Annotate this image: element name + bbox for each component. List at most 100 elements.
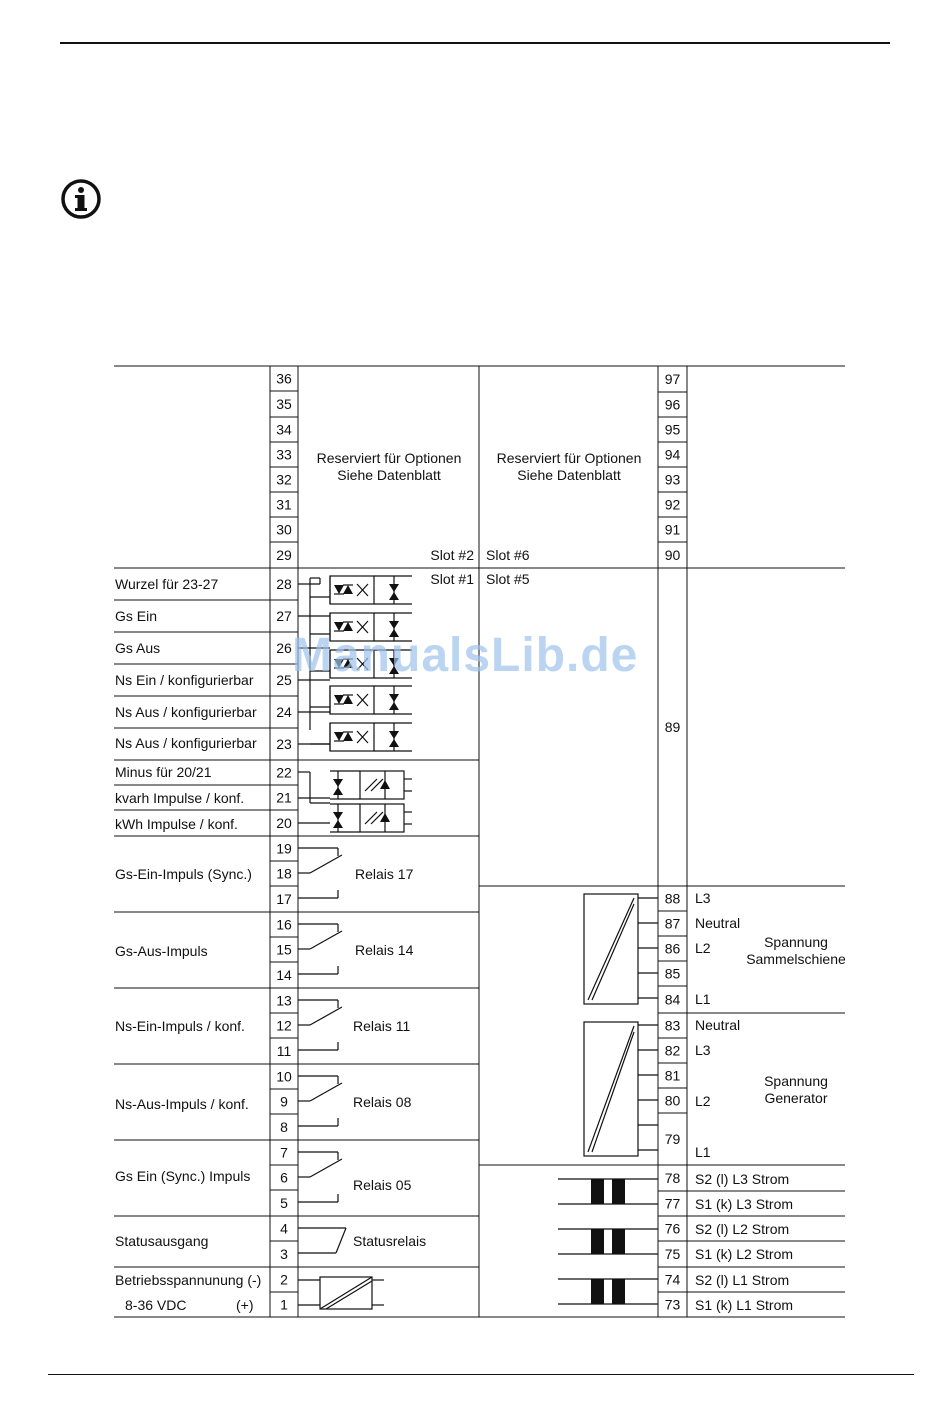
label-88: Neutral — [695, 915, 740, 931]
relay-11: Relais 11 — [353, 1018, 411, 1034]
label-22: Minus für 20/21 — [115, 764, 212, 780]
terminal-76: 76 — [665, 1221, 681, 1237]
terminal-34: 34 — [276, 422, 292, 438]
terminal-81: 81 — [665, 1068, 681, 1084]
terminal-22: 22 — [276, 765, 292, 781]
terminal-8: 8 — [280, 1119, 288, 1135]
terminal-12: 12 — [276, 1018, 292, 1034]
bottom-rule — [48, 1374, 914, 1375]
terminal-9: 9 — [280, 1094, 288, 1110]
terminal-21: 21 — [276, 790, 292, 806]
terminal-35: 35 — [276, 396, 292, 412]
label-87: L2 — [695, 940, 711, 956]
slot-5-label: Slot #5 — [486, 571, 530, 587]
label-gen-2: Generator — [764, 1090, 827, 1106]
terminal-91: 91 — [665, 522, 681, 538]
label-74: S2 (l) L1 Strom — [695, 1272, 789, 1288]
label-83: L3 — [695, 1042, 711, 1058]
relay-17: Relais 17 — [355, 866, 414, 882]
terminal-75: 75 — [665, 1246, 681, 1262]
label-77: S1 (k) L3 Strom — [695, 1196, 793, 1212]
terminal-89: 89 — [665, 719, 681, 735]
terminal-36: 36 — [276, 371, 292, 387]
label-bus-1: Spannung — [764, 934, 828, 950]
terminal-3: 3 — [280, 1246, 288, 1262]
relay-08: Relais 08 — [353, 1094, 412, 1110]
label-24: Ns Aus / konfigurierbar — [115, 704, 257, 720]
label-23: Ns Aus / konfigurierbar — [115, 735, 257, 751]
label-84: Neutral — [695, 1017, 740, 1033]
label-25: Ns Ein / konfigurierbar — [115, 672, 254, 688]
label-79: L1 — [695, 1144, 711, 1160]
top-rule — [60, 42, 890, 44]
terminal-23: 23 — [276, 736, 292, 752]
terminal-88: 88 — [665, 891, 681, 907]
label-power-2: 8-36 VDC — [125, 1297, 186, 1313]
label-27: Gs Ein — [115, 608, 157, 624]
label-21: kvarh Impulse / konf. — [115, 790, 244, 806]
terminal-79: 79 — [665, 1131, 681, 1147]
label-26: Gs Aus — [115, 640, 160, 656]
terminal-86: 86 — [665, 941, 681, 957]
terminal-77: 77 — [665, 1196, 681, 1212]
label-75: S1 (k) L2 Strom — [695, 1246, 793, 1262]
terminal-11: 11 — [277, 1043, 292, 1059]
label-20: kWh Impulse / konf. — [115, 816, 238, 832]
terminal-92: 92 — [665, 497, 681, 513]
slot-upper-right-text-1: Reserviert für Optionen — [497, 450, 642, 466]
terminal-94: 94 — [665, 447, 681, 463]
terminal-32: 32 — [276, 472, 292, 488]
slot-2-label: Slot #2 — [430, 547, 474, 563]
terminal-29: 29 — [276, 547, 292, 563]
terminal-85: 85 — [665, 966, 681, 982]
label-76: S2 (l) L2 Strom — [695, 1221, 789, 1237]
terminal-15: 15 — [276, 942, 292, 958]
label-relay-05: Gs Ein (Sync.) Impuls — [115, 1168, 250, 1184]
label-85: L1 — [695, 991, 711, 1007]
slot-6-label: Slot #6 — [486, 547, 530, 563]
terminal-28: 28 — [276, 576, 292, 592]
info-icon — [61, 179, 101, 219]
slot-1-label: Slot #1 — [430, 571, 474, 587]
slot-upper-left-text-1: Reserviert für Optionen — [317, 450, 462, 466]
label-status: Statusausgang — [115, 1233, 208, 1249]
terminal-7: 7 — [280, 1145, 288, 1161]
terminal-97: 97 — [665, 371, 681, 387]
terminal-96: 96 — [665, 397, 681, 413]
slot-upper-left-text-2: Siehe Datenblatt — [337, 467, 441, 483]
label-relay-11: Ns-Ein-Impuls / konf. — [115, 1018, 245, 1034]
relay-14: Relais 14 — [355, 942, 414, 958]
terminal-93: 93 — [665, 472, 681, 488]
terminal-83: 83 — [665, 1018, 681, 1034]
label-81: L2 — [695, 1093, 711, 1109]
terminal-17: 17 — [276, 891, 292, 907]
terminal-6: 6 — [280, 1170, 288, 1186]
label-relay-14: Gs-Aus-Impuls — [115, 943, 208, 959]
terminal-84: 84 — [665, 992, 681, 1008]
terminal-4: 4 — [280, 1221, 288, 1237]
label-73: S1 (k) L1 Strom — [695, 1297, 793, 1313]
terminal-25: 25 — [276, 672, 292, 688]
label-89: L3 — [695, 890, 711, 906]
terminal-10: 10 — [276, 1069, 292, 1085]
terminal-20: 20 — [276, 815, 292, 831]
terminal-82: 82 — [665, 1043, 681, 1059]
relay-05: Relais 05 — [353, 1177, 412, 1193]
terminal-2: 2 — [280, 1272, 288, 1288]
terminal-80: 80 — [665, 1093, 681, 1109]
terminal-30: 30 — [276, 522, 292, 538]
label-78: S2 (l) L3 Strom — [695, 1171, 789, 1187]
label-power-plus: (+) — [236, 1297, 254, 1313]
terminal-31: 31 — [276, 497, 292, 513]
label-gen-1: Spannung — [764, 1073, 828, 1089]
terminal-26: 26 — [276, 640, 292, 656]
terminal-27: 27 — [276, 608, 292, 624]
terminal-5: 5 — [280, 1195, 288, 1211]
terminal-87: 87 — [665, 916, 681, 932]
terminal-18: 18 — [276, 866, 292, 882]
terminal-24: 24 — [276, 704, 292, 720]
slot-upper-right-text-2: Siehe Datenblatt — [517, 467, 621, 483]
label-bus-2: Sammelschiene — [746, 951, 846, 967]
terminal-16: 16 — [276, 917, 292, 933]
